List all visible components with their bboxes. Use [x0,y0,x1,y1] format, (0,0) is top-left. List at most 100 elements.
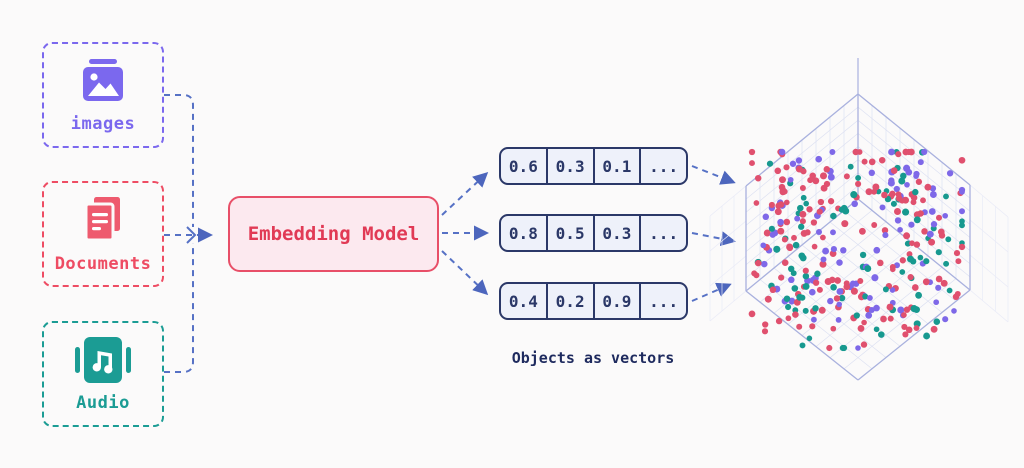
documents-icon [84,196,120,241]
embedding-point [762,213,770,221]
embedding-point [906,251,913,258]
embedding-point [807,177,814,184]
embedding-point [882,286,889,293]
embedding-point [871,274,879,282]
embedding-point [865,188,873,196]
vector-cell: 0.1 [592,149,640,183]
embedding-point [938,232,946,239]
embedding-point [820,234,826,241]
embedding-point [806,335,813,342]
embedding-point [902,148,910,156]
embedding-point [873,304,880,312]
embedding-point [830,283,837,291]
embedding-point [812,305,819,312]
embedding-point [868,307,875,313]
embedding-point [819,172,828,180]
embedding-point [811,316,817,323]
vector-row-1: 0.6 0.3 0.1 ... [499,147,688,185]
embedding-point [888,177,895,184]
embedding-point [761,260,768,268]
embedding-point [864,265,872,273]
input-label-images: images [70,113,136,134]
embedding-point [894,208,901,215]
embedding-point [908,148,915,156]
embedding-point [838,294,846,302]
embedding-point [929,191,937,199]
embedding-point [830,212,837,220]
embedding-point [889,190,896,198]
input-box-documents: Documents [42,181,164,287]
embedding-point [794,215,801,222]
connector-vector2-plot [691,231,736,247]
embedding-point [826,344,833,352]
embedding-point [803,200,810,207]
embedding-point [897,226,903,233]
embedding-point [877,259,884,267]
vector-cell: 0.5 [545,216,593,250]
embedding-point [764,295,772,303]
connector-vector1-plot [691,165,736,185]
input-box-images: images [42,42,164,148]
embedding-point [766,160,774,167]
connector-vector3-plot [691,282,732,302]
embedding-point [778,274,785,281]
embedding-point [911,284,919,291]
embedding-point [912,188,919,196]
embedding-point [836,288,844,295]
embedding-point [817,198,825,206]
embedding-point [806,206,813,213]
embedding-point [935,249,942,256]
embedding-point [843,280,850,287]
embedding-point [796,293,804,301]
embedding-point [792,311,799,318]
embedding-point [902,196,910,204]
embedding-point [769,231,776,238]
embedding-point [774,167,782,175]
embedding-point [777,218,784,226]
audio-icon [75,336,131,383]
embedding-point [946,287,953,294]
embedding-point [930,325,938,333]
embedding-point [840,204,848,212]
embedding-point [774,208,782,216]
embedding-point [933,318,941,325]
embedding-point [959,218,965,225]
embedding-point [830,229,836,236]
vector-row-2: 0.8 0.5 0.3 ... [499,214,688,252]
embedding-point [786,244,794,252]
embedding-point [904,181,910,188]
vector-cell: 0.6 [508,156,538,176]
embedding-point [787,176,794,183]
embedding-point [859,251,867,259]
embedding-point [830,325,837,332]
embedding-point [819,260,827,268]
embedding-point [754,259,762,267]
image-icon [83,58,123,101]
embedding-point [935,284,942,291]
embedding-point [751,270,758,277]
embedding-point [887,315,894,322]
embedding-point [762,321,769,328]
embedding-point [783,199,790,206]
vector-cell: 0.8 [508,223,538,243]
embedding-point [814,270,821,277]
embedding-point [910,199,917,206]
input-box-audio: Audio [42,321,164,427]
embedding-point [861,319,867,326]
input-label-audio: Audio [76,392,130,413]
embedding-point [789,160,797,167]
embedding-point [909,240,915,247]
embedding-point [959,208,965,215]
embedding-point [908,221,915,228]
vector-cell: ... [639,284,686,318]
embedding-point [754,174,762,182]
embedding-point [855,345,861,351]
embedding-point [946,170,954,177]
embedding-point [889,287,896,293]
embedding-point [799,185,806,191]
embedding-point [923,332,931,340]
embedding-point [861,158,868,165]
embedding-point [802,272,810,280]
embedding-point [802,267,809,274]
